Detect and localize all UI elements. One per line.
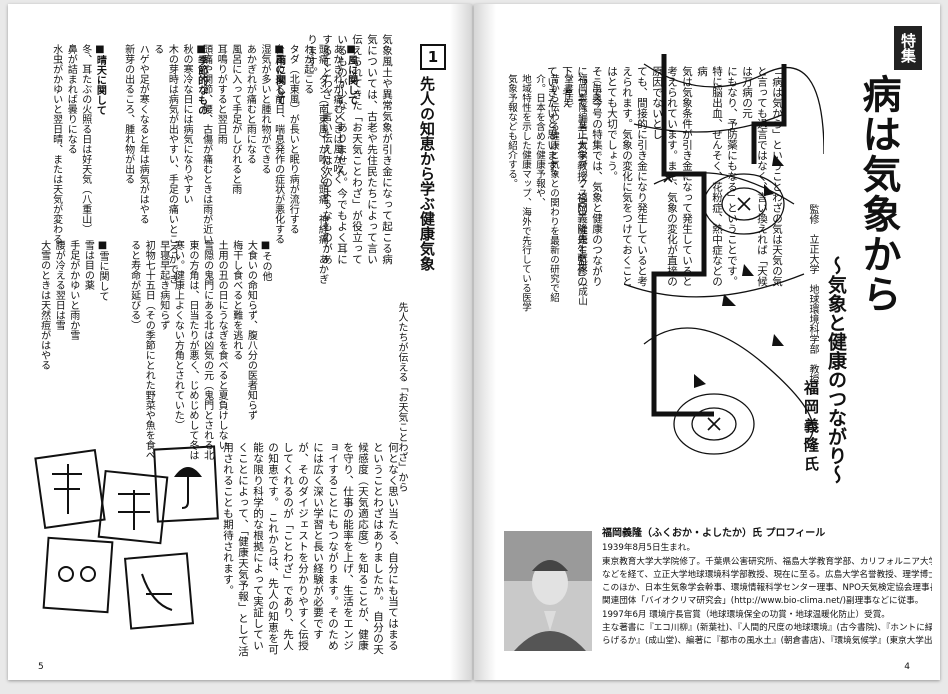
lore-item: ハゲや足が寒くなると年は病気がはやる [137, 44, 149, 224]
right-page: 特集 病は気象から 監修 立正大学 地球環境科学部 教授 〜気象と健康のつながり… [474, 4, 940, 680]
lore-heading: ■雨に関して [273, 44, 285, 105]
section-number: 1 [420, 44, 446, 70]
intro-line: 気は気象条件が引き金になって発生していると考えられています。また、気象の変化が直… [651, 66, 693, 287]
profile-line: などを経て、立正大学地球環境科学部教授、現在に至る。広島大学名誉教授、理学博士。 [602, 569, 932, 580]
supervisor-credit: 監修 立正大学 地球環境科学部 教授 [807, 204, 818, 384]
lore-rain: ■雨に関して 湿気が多いと腫れ物ができる あかぎれが痛むと雨になる 風呂に入って… [198, 44, 286, 284]
profile-line: 関連団体「バイオクリマ研究会」(http://www.bio-clima.net… [602, 596, 924, 607]
intro-line: ていきたいと思います。 [546, 66, 558, 182]
weather-map-illustration [624, 54, 824, 455]
profile-line: 東京教育大学大学院修了。千葉県公害研究所、福島大学教育学部、カリフォルニア大学、… [602, 556, 932, 567]
page-number-right: 4 [904, 662, 910, 672]
profile-line: 1997年6月 環境庁長官賞（地球環境保全の功賞・地球温暖化防止）受賞。 [602, 609, 890, 620]
lore-item: 早寝早起き病知らず [157, 240, 169, 330]
lore-item: 湿気が多いと腫れ物ができる [258, 44, 270, 174]
lore-item: 耳鳴りがすると翌日雨 [215, 44, 227, 144]
intro-text: 「病は気から」ということわざの気は天気の気と言っても過言ではなく、言い換えれば「… [544, 66, 784, 296]
lore-item: 土用の丑の日にうなぎを食べると夏負けしない [216, 240, 228, 450]
body-paragraph: 自分の天候感度（天気適応度）を知ることが、健康を守り、仕事の能率を上げ、生活をエ… [267, 442, 384, 655]
profile-text: 福岡義隆（ふくおか・よしたか）氏 プロフィール 1939年8月5日生まれ。 東京… [602, 527, 932, 649]
weather-kanji-illustration [34, 445, 219, 630]
lore-item: あかぎれが痛むときは風が吹く [330, 44, 342, 184]
source-line: 地域特性を示した健康マップ、海外で先行している医学気象予報なども紹介する。 [506, 74, 531, 312]
profile-line: このほか、日本生気象学会幹事、環境情報科学センター理事、NPO天気検定協会理事長… [602, 583, 932, 594]
lore-item: 頭痛や関節、腰、古傷が痛むときは雨が近い [200, 44, 212, 244]
profile-title: 福岡義隆（ふくおか・よしたか）氏 プロフィール [602, 528, 826, 539]
lore-item: 雪は目の薬 [82, 240, 94, 290]
feature-tag: 特集 [894, 26, 922, 70]
lore-heading: ■季節的なもの [195, 44, 207, 115]
lore-item: 腰が冷える翌日は雪 [53, 240, 65, 330]
lore-wind: ■風に関して あかぎれが痛むときは風が吹く 頭痛、ダシ（南東風）が吹くと頭痛、神… [270, 44, 358, 284]
lore-item: 手足がかゆいと雨か雪 [67, 240, 79, 340]
lore-item: タダ（北東風）が長いと眠り病が流行する [287, 44, 299, 234]
section-subtitle: 先人たちが伝える「お天気ことわざ」から [396, 302, 407, 492]
source-line: （出典） [590, 74, 601, 112]
feature-title: 病は気象から [856, 74, 902, 314]
lore-heading: ■晴天に関して [94, 44, 106, 115]
profile-line: 主な著書に『エコ川柳』(新葉社)、『人間的尺度の地球環境』(古今書院)、『ホント… [602, 623, 932, 634]
lore-heading: ■雪に関して [96, 240, 108, 301]
section-title: 先人の知恵から学ぶ健康気象 [418, 76, 436, 271]
profile-line: 1939年8月5日生まれ。 [602, 543, 696, 554]
body-paragraph: これからは、先人の知恵を可能な限り科学的な根拠によって実証していくことによって、… [222, 442, 279, 657]
lore-item: 台風の来る前日、喘息発作の症状が悪化する [272, 44, 284, 244]
lore-item: 風呂に入って手足がしびれると雨 [229, 44, 241, 194]
magazine-spread: 1 先人の知恵から学ぶ健康気象 先人たちが伝える「お天気ことわざ」から 気象風土… [8, 4, 940, 684]
lore-heading: ■その他 [259, 240, 271, 281]
intro-line: ても、間接的に引き金になり発生していると考えられます。気象の変化に気をつけておく… [606, 66, 648, 287]
body-paragraph: 何となく思い当たる、自分にも当てはまるということわざはありましたか。 [372, 442, 399, 651]
lore-item: 水虫がかゆいと翌日晴、または天気が変わる [50, 44, 62, 244]
lore-sunny: ■晴天に関して 冬、耳たぶの火照る日は好天気（八重山） 鼻が詰まれば曇りになる … [48, 44, 106, 284]
lore-other: ■その他 大食いの命知らず、腹八分の医者知らず 梅干し食べると難を逃れる 土用の… [126, 240, 272, 460]
lore-season: ■季節的なもの 秋の寒冷な日には病気になりやすい 木の芽時は病気が出やすい、手足… [120, 44, 208, 284]
lore-item: 新芽の出るころ、腫れ物が出る [122, 44, 134, 184]
lore-item: あかぎれが痛むと雨になる [244, 44, 256, 164]
lore-item: 頭痛、ダシ（南東風）が吹くと頭痛、神経痛、あかぎれが起こる [301, 44, 328, 284]
lore-item: 大食いの命知らず、腹八分の医者知らず [245, 240, 257, 420]
body-text-top: 気象風土や異常気象が引き金になって起こる病気については、古老や先住民たちによって… [304, 34, 394, 269]
intro-line: にもなり、予防薬にもなる」ということです。特に脳出血、ぜんそく、花粉症、熱中症な… [696, 66, 738, 287]
feature-subtitle: 〜気象と健康のつながり〜 [825, 256, 847, 484]
left-page: 1 先人の知恵から学ぶ健康気象 先人たちが伝える「お天気ことわざ」から 気象風土… [8, 4, 472, 680]
lore-snow: ■雪に関して 雪は目の薬 手足がかゆいと雨か雪 腰が冷える翌日は雪 大雪のときは… [36, 240, 109, 440]
lore-heading: ■風に関して [345, 44, 357, 105]
lore-item: 冬、耳たぶの火照る日は好天気（八重山） [79, 44, 91, 234]
intro-line: そこで今号の特集では、気象と健康のつながりについて、立正大学教授・福岡義隆先生監… [561, 66, 603, 287]
source-line: 昔から伝わる健康と気象との関わりを最新の研究で紹介。日本を含めた健康予報や、 [534, 74, 559, 302]
author-photo [504, 531, 592, 651]
body-paragraph: 気象風土や異常気象が引き金になって起こる病気については、古老や先住民たちによって… [306, 34, 393, 265]
body-text-bottom: 何となく思い当たる、自分にも当てはまるということわざはありましたか。 自分の天候… [220, 442, 400, 658]
lore-item: 雪隠の鬼門にある北は凶気の元（鬼門とされる北東の方角は、日当たりが悪く、じめじめ… [172, 240, 213, 460]
lore-item: 梅干し食べると難を逃れる [230, 240, 242, 360]
source-line: 福岡義隆編著「気象ブックス023 健康と気象」（成山堂書店） [562, 74, 587, 306]
intro-line: 「病は気から」ということわざの気は天気の気と言っても過言ではなく、言い換えれば「… [741, 66, 783, 287]
source-note: （出典） 福岡義隆編著「気象ブックス023 健康と気象」（成山堂書店） 昔から伝… [504, 74, 602, 314]
page-number-left: 5 [38, 662, 44, 672]
lore-item: 木の芽時は病気が出やすい、手足の痛いところができる [151, 44, 178, 284]
lore-item: 大雪のときは天然痘がはやる [38, 240, 50, 370]
author-profile: 福岡義隆（ふくおか・よしたか）氏 プロフィール 1939年8月5日生まれ。 東京… [504, 527, 932, 653]
profile-line: らげるか』(成山堂)、編著に『都市の風水土』(朝倉書店)、『環境気候学』(東京大… [602, 636, 932, 647]
lore-item: 鼻が詰まれば曇りになる [65, 44, 77, 154]
lore-item: 初物七十五日（その季節にとれた野菜や魚を食べると寿命が延びる） [128, 240, 155, 460]
lore-item: 秋の寒冷な日には病気になりやすい [180, 44, 192, 204]
author-name: 福岡義隆氏 [802, 380, 820, 475]
